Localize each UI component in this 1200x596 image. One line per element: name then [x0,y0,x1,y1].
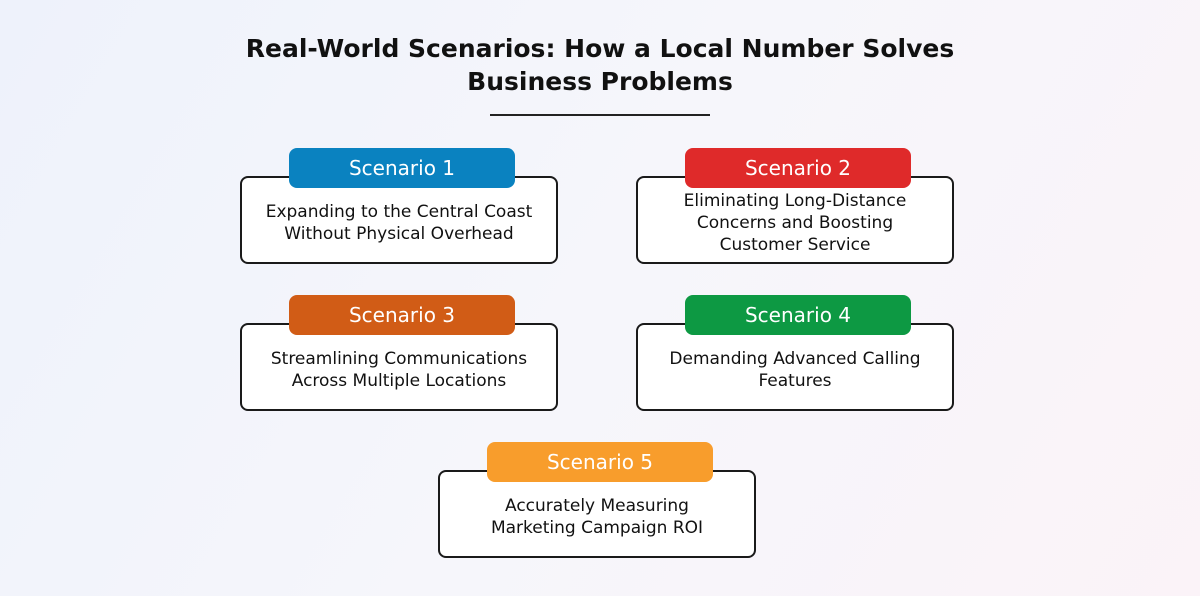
title-line-1: Real-World Scenarios: How a Local Number… [245,34,955,63]
scenario-tag: Scenario 3 [289,295,515,335]
scenario-tag: Scenario 2 [685,148,911,188]
scenario-card-5: Scenario 5 Accurately Measuring Marketin… [438,442,760,558]
page-title: Real-World Scenarios: How a Local Number… [0,32,1200,98]
title-line-2: Business Problems [467,67,733,96]
scenario-tag: Scenario 5 [487,442,713,482]
scenario-card-3: Scenario 3 Streamlining Communications A… [240,295,562,411]
scenario-text: Demanding Advanced Calling Features [636,323,954,411]
scenario-card-2: Scenario 2 Eliminating Long-Distance Con… [636,148,958,264]
title-underline [490,114,710,116]
scenario-tag: Scenario 1 [289,148,515,188]
scenario-text: Eliminating Long-Distance Concerns and B… [636,176,954,264]
scenario-card-4: Scenario 4 Demanding Advanced Calling Fe… [636,295,958,411]
scenario-card-1: Scenario 1 Expanding to the Central Coas… [240,148,562,264]
scenario-text: Expanding to the Central Coast Without P… [240,176,558,264]
scenario-text: Streamlining Communications Across Multi… [240,323,558,411]
scenario-text: Accurately Measuring Marketing Campaign … [438,470,756,558]
scenario-tag: Scenario 4 [685,295,911,335]
